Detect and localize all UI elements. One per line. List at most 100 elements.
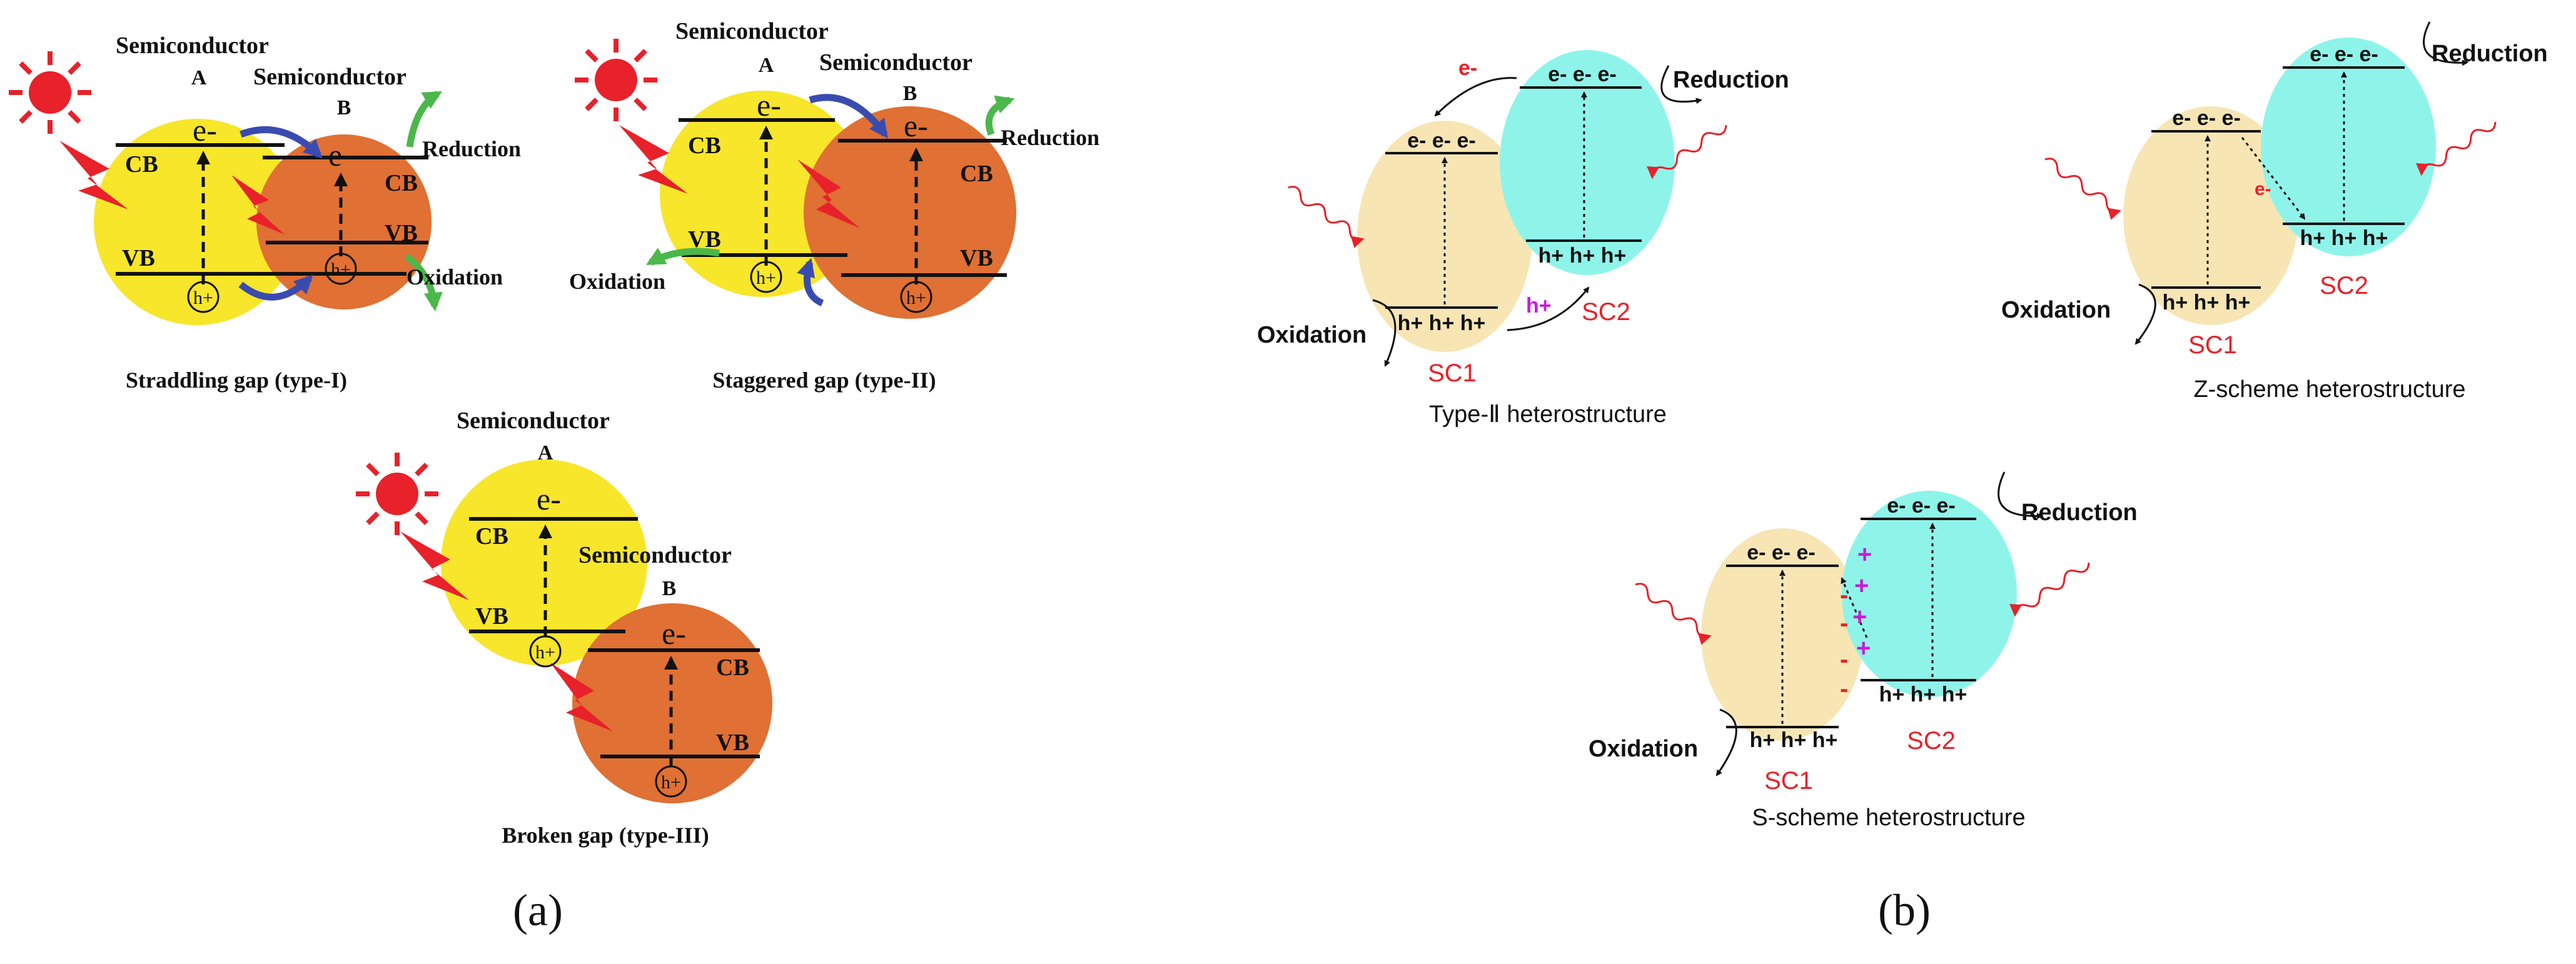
sc1-label: SC1 bbox=[2188, 331, 2237, 359]
reduction-arrow bbox=[1998, 471, 2043, 520]
cb-label: CB bbox=[125, 151, 158, 178]
oxidation-arrow bbox=[1715, 708, 1737, 776]
wavy-light-icon bbox=[2009, 562, 2090, 617]
type-ii-heterostructure: e- e- e- e- e- e- h+ h+ h+ h+ h+ h+ SC1 … bbox=[1257, 50, 1789, 428]
sc-a-label-1: Semiconductor bbox=[457, 408, 610, 434]
lightning-icon bbox=[619, 125, 688, 194]
hole-transfer-arrow bbox=[1507, 286, 1590, 331]
sc-a-label-2: A bbox=[191, 66, 207, 89]
minus-charge: - bbox=[1840, 610, 1848, 637]
holes-label: h+ h+ h+ bbox=[2163, 291, 2251, 314]
sc1-ellipse bbox=[2123, 106, 2298, 325]
oxidation-label: Oxidation bbox=[569, 269, 665, 294]
holes-label: h+ h+ h+ bbox=[1750, 728, 1838, 752]
sun-icon bbox=[575, 39, 657, 121]
electron-label: e- bbox=[757, 88, 781, 123]
sc2-ellipse bbox=[1842, 491, 2017, 697]
oxidation-label: Oxidation bbox=[1589, 736, 1698, 762]
sc-b-label-2: B bbox=[337, 96, 351, 119]
cb-label: CB bbox=[716, 655, 749, 681]
minus-charge: - bbox=[1840, 675, 1848, 703]
sc2-label: SC2 bbox=[1582, 298, 1630, 326]
holes-label: h+ h+ h+ bbox=[1879, 683, 1967, 706]
plus-charge: + bbox=[1854, 572, 1869, 600]
electron-transfer-arrow bbox=[1434, 77, 1517, 117]
wavy-light-icon bbox=[2416, 121, 2497, 176]
sc-b-label-2: B bbox=[903, 82, 917, 105]
reduction-arrow bbox=[2423, 21, 2468, 66]
vb-label: VB bbox=[475, 603, 508, 630]
reduction-arrow bbox=[985, 95, 1015, 136]
oxidation-label: Oxidation bbox=[2001, 297, 2111, 323]
electron-transfer-label: e- bbox=[1458, 56, 1477, 80]
hole-label: h+ bbox=[535, 642, 555, 663]
electron-label: e- bbox=[904, 108, 928, 143]
sc1-ellipse bbox=[1357, 121, 1532, 352]
electrons-label: e- e- e- bbox=[1747, 541, 1816, 565]
oxidation-arrow bbox=[404, 253, 443, 311]
z-scheme-caption: Z-scheme heterostructure bbox=[2193, 376, 2465, 403]
panel-b: e- e- e- e- e- e- h+ h+ h+ h+ h+ h+ SC1 … bbox=[1257, 21, 2548, 935]
electrons-label: e- e- e- bbox=[1548, 63, 1617, 86]
hole-transfer-arrow bbox=[797, 258, 824, 307]
holes-label: h+ h+ h+ bbox=[1538, 244, 1627, 268]
s-scheme-caption: S-scheme heterostructure bbox=[1752, 805, 2025, 831]
holes-label: h+ h+ h+ bbox=[1398, 311, 1486, 335]
semiconductor-b-circle bbox=[572, 603, 772, 803]
sc-a-label-1: Semiconductor bbox=[675, 18, 829, 44]
hole-label: h+ bbox=[756, 268, 776, 288]
electron-transfer-label: e- bbox=[2255, 179, 2271, 199]
z-scheme-heterostructure: e- e- e- e- e- e- h+ h+ h+ h+ h+ h+ e- S… bbox=[2001, 21, 2548, 403]
hole-label: h+ bbox=[193, 288, 213, 308]
reduction-label: Reduction bbox=[422, 136, 521, 161]
sun-icon bbox=[9, 51, 91, 134]
semiconductor-b-circle bbox=[256, 134, 432, 309]
lightning-icon bbox=[400, 531, 469, 600]
sc2-ellipse bbox=[1500, 50, 1675, 275]
wavy-light-icon bbox=[1288, 186, 1365, 248]
sc-a-label-1: Semiconductor bbox=[116, 33, 269, 59]
lightning-icon bbox=[231, 175, 285, 234]
electron-label: e- bbox=[662, 616, 686, 651]
sc-b-label-1: Semiconductor bbox=[578, 542, 732, 568]
semiconductor-b-circle bbox=[804, 106, 1016, 319]
lightning-icon bbox=[59, 141, 128, 209]
hole-transfer-label: h+ bbox=[1526, 294, 1552, 318]
vb-label: VB bbox=[385, 220, 418, 246]
sc2-label: SC2 bbox=[1907, 727, 1956, 755]
hole-label: h+ bbox=[331, 259, 351, 280]
sun-icon bbox=[356, 453, 438, 535]
electron-label: e- bbox=[193, 113, 217, 148]
vb-label: VB bbox=[960, 245, 993, 271]
s-scheme-heterostructure: e- e- e- e- e- e- h+ h+ h+ h+ h+ h+ + + … bbox=[1589, 471, 2138, 831]
plus-charge: + bbox=[1856, 635, 1871, 662]
sc-b-label-1: Semiconductor bbox=[819, 49, 972, 76]
plus-charge: + bbox=[1857, 541, 1872, 568]
reduction-label: Reduction bbox=[2432, 41, 2548, 67]
reduction-label: Reduction bbox=[1673, 67, 1789, 93]
vb-label: VB bbox=[122, 245, 155, 271]
type-i-caption: Straddling gap (type-I) bbox=[126, 368, 347, 393]
holes-label: h+ h+ h+ bbox=[2300, 226, 2388, 250]
electron-label: e- bbox=[328, 138, 353, 173]
cb-label: CB bbox=[688, 133, 721, 159]
electrons-label: e- e- e- bbox=[2172, 106, 2241, 130]
sc1-label: SC1 bbox=[1428, 359, 1477, 387]
sc-b-label-1: Semiconductor bbox=[253, 64, 407, 90]
lightning-icon bbox=[797, 159, 860, 228]
vb-label: VB bbox=[716, 730, 749, 756]
type-iii-caption: Broken gap (type-III) bbox=[502, 823, 709, 848]
electron-label: e- bbox=[537, 481, 561, 516]
reduction-arrow bbox=[406, 91, 442, 148]
hole-transfer-arrow bbox=[238, 274, 313, 301]
electrons-label: e- e- e- bbox=[1407, 129, 1476, 153]
electrons-label: e- e- e- bbox=[1887, 494, 1956, 518]
type-ii-heterostructure-caption: Type-Ⅱ heterostructure bbox=[1429, 401, 1667, 428]
type-iii-diagram: Semiconductor A Semiconductor B CB VB CB… bbox=[356, 408, 772, 848]
panel-a: Semiconductor A Semiconductor B CB VB CB… bbox=[9, 18, 1099, 935]
oxidation-arrow bbox=[2134, 283, 2156, 345]
sc-a-label-2: A bbox=[759, 54, 774, 77]
electron-transfer-arrow bbox=[809, 94, 888, 139]
wavy-light-icon bbox=[1635, 583, 1712, 645]
